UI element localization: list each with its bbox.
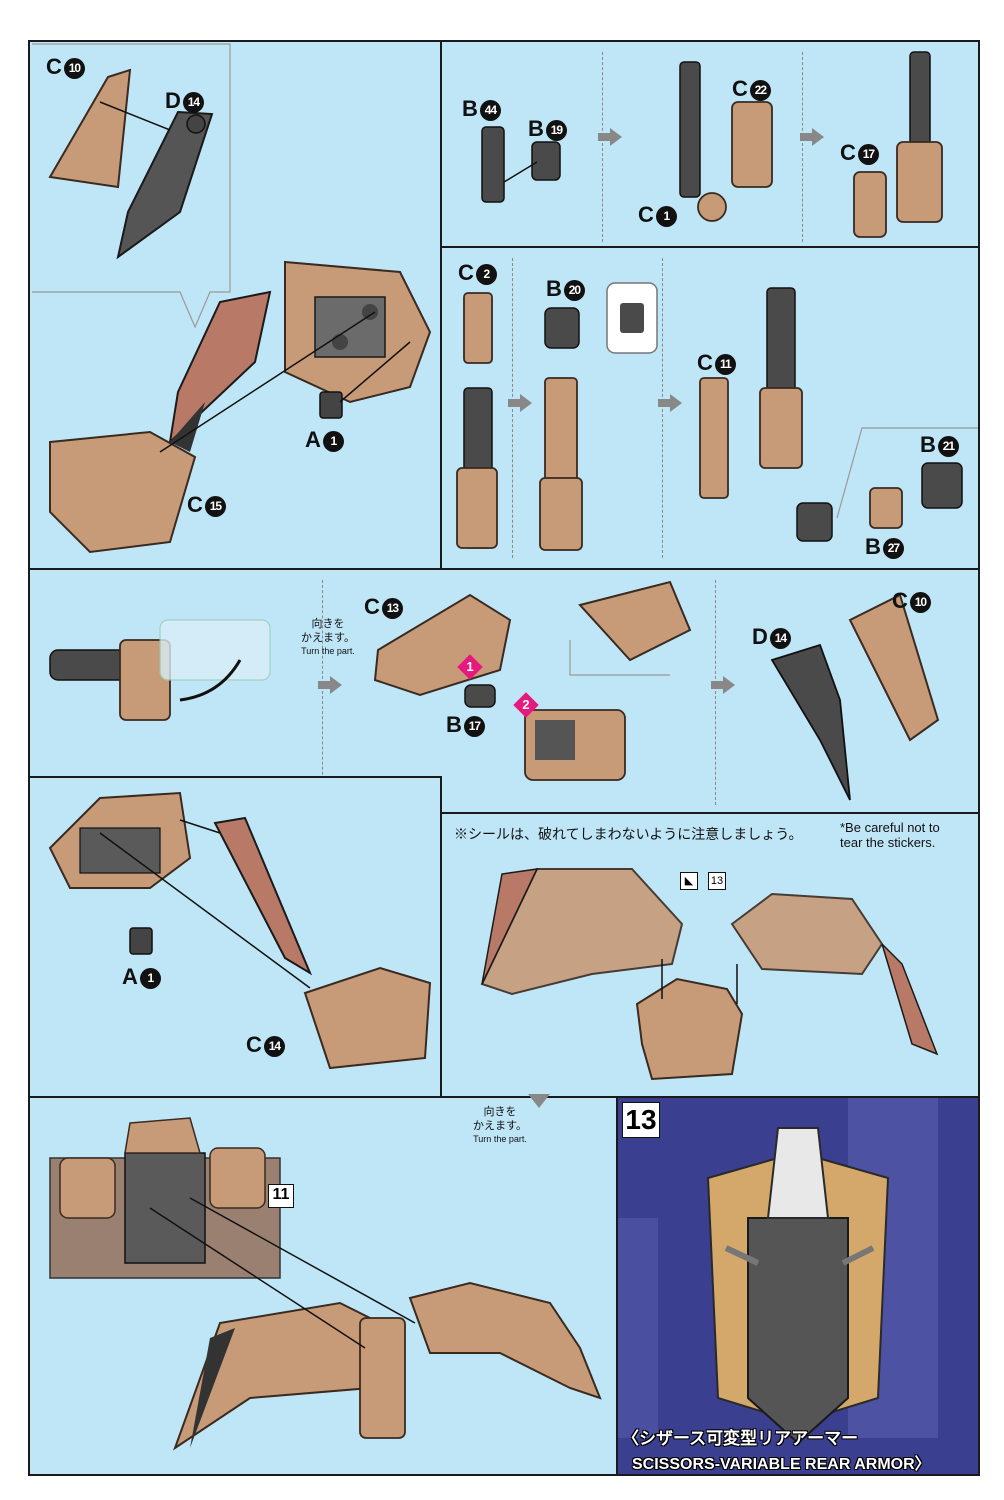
next-step-arrow — [800, 128, 824, 146]
panel-6: ※シールは、破れてしまわないように注意しましょう。 *Be careful no… — [440, 812, 980, 1098]
next-step-arrow — [318, 676, 342, 694]
divider — [512, 258, 513, 558]
divider — [802, 52, 803, 242]
step-reference: 11 — [268, 1184, 294, 1208]
step-badge-1: 1 — [457, 654, 483, 680]
next-step-arrow — [598, 128, 622, 146]
panel-8-photo: 13 〈シザース可変型リアアーマー SCISSORS-VARIABLE REAR… — [616, 1096, 980, 1476]
divider — [715, 580, 716, 805]
panel-7: 向きを かえます。 Turn the part. 11 — [28, 1096, 618, 1476]
caution-note-jp: ※シールは、破れてしまわないように注意しましょう。 — [454, 826, 803, 842]
rear-armor-photo — [618, 1098, 978, 1474]
photo-title-jp: 〈シザース可変型リアアーマー — [622, 1429, 859, 1448]
divider — [662, 258, 663, 558]
divider — [322, 580, 323, 805]
next-step-arrow — [711, 676, 735, 694]
sticker-icon: ◣ — [680, 872, 698, 890]
panel-3-illustration — [456, 282, 978, 551]
panel-1-illustration — [32, 43, 432, 554]
turn-arrow-icon — [528, 1094, 550, 1108]
panel-5-illustration — [48, 791, 432, 1070]
next-step-arrow — [658, 394, 682, 412]
panel-6-illustration — [480, 868, 939, 1081]
divider — [602, 52, 603, 242]
panel-2-illustration — [481, 51, 943, 238]
sticker-number: 13 — [708, 872, 726, 890]
photo-step-number: 13 — [622, 1102, 660, 1138]
caution-note-en: *Be careful not to tear the stickers. — [840, 820, 940, 850]
next-step-arrow — [508, 394, 532, 412]
panel-7-illustration — [49, 1117, 602, 1451]
turn-part-note: 向きを かえます。 Turn the part. — [473, 1106, 527, 1144]
turn-part-note: 向きを かえます。 Turn the part. — [301, 618, 355, 656]
step-badge-2: 2 — [513, 692, 539, 718]
photo-title-en: SCISSORS-VARIABLE REAR ARMOR〉 — [632, 1456, 931, 1473]
